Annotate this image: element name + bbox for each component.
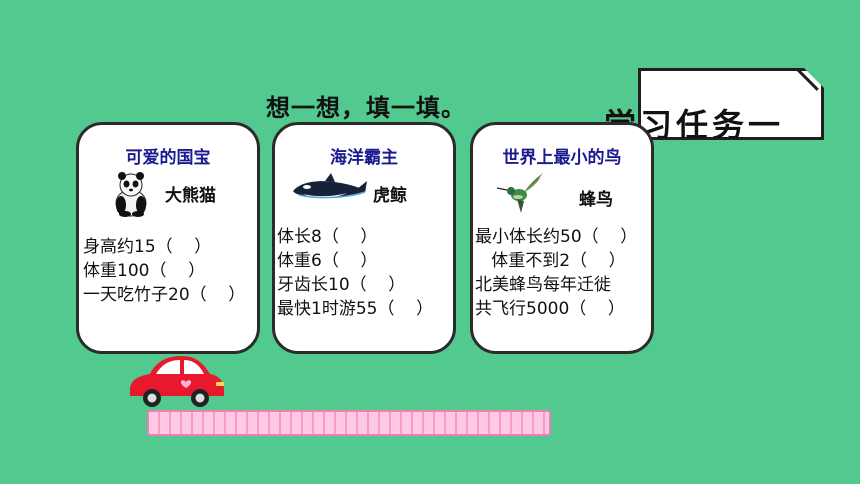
card-line: 北美蜂鸟每年迁徙 — [475, 275, 611, 295]
orca-icon — [293, 173, 367, 199]
card-panda: 可爱的国宝 大熊猫 身高约15（ ） 体重100（ ） 一天吃竹子20（ ） — [76, 122, 260, 354]
card-line: 体重不到2（ ） — [475, 251, 626, 271]
card-line: 体长8（ ） — [277, 227, 378, 247]
card-title: 世界上最小的鸟 — [502, 148, 622, 168]
card-line: 体重100（ ） — [83, 261, 206, 281]
card-title: 可爱的国宝 — [125, 148, 211, 168]
panda-icon — [115, 172, 147, 217]
task-box — [638, 68, 824, 140]
card-line: 牙齿长10（ ） — [277, 275, 406, 295]
car-icon — [130, 356, 224, 407]
card-lines: 体长8（ ） 体重6（ ） 牙齿长10（ ） 最快1时游55（ ） — [277, 225, 433, 321]
card-orca: 海洋霸主 虎鲸 体长8（ ） 体重6（ ） 牙齿长10（ ） 最快1时游55（ ） — [272, 122, 456, 354]
card-line: 体重6（ ） — [277, 251, 378, 271]
card-line: 身高约15（ ） — [83, 237, 212, 257]
card-line: 共飞行5000（ ） — [475, 299, 625, 319]
instruction-text: 想一想，填一填。 — [266, 94, 466, 122]
card-line: 最快1时游55（ ） — [277, 299, 434, 319]
card-lines: 最小体长约50（ ） 体重不到2（ ） 北美蜂鸟每年迁徙共飞行5000（ ） — [475, 225, 637, 321]
pink-road — [147, 410, 551, 436]
card-line: 一天吃竹子20（ ） — [83, 285, 246, 305]
card-title: 海洋霸主 — [330, 148, 398, 168]
animal-name: 虎鲸 — [373, 186, 407, 206]
animal-name: 蜂鸟 — [579, 190, 613, 210]
card-hummingbird: 世界上最小的鸟 蜂鸟 最小体长约50（ ） 体重不到2（ ） 北美蜂鸟每年迁徙共飞… — [470, 122, 654, 354]
hummingbird-icon — [496, 173, 543, 213]
card-lines: 身高约15（ ） 体重100（ ） 一天吃竹子20（ ） — [83, 235, 245, 307]
card-line: 最小体长约50（ ） — [475, 227, 638, 247]
animal-name: 大熊猫 — [165, 186, 216, 206]
